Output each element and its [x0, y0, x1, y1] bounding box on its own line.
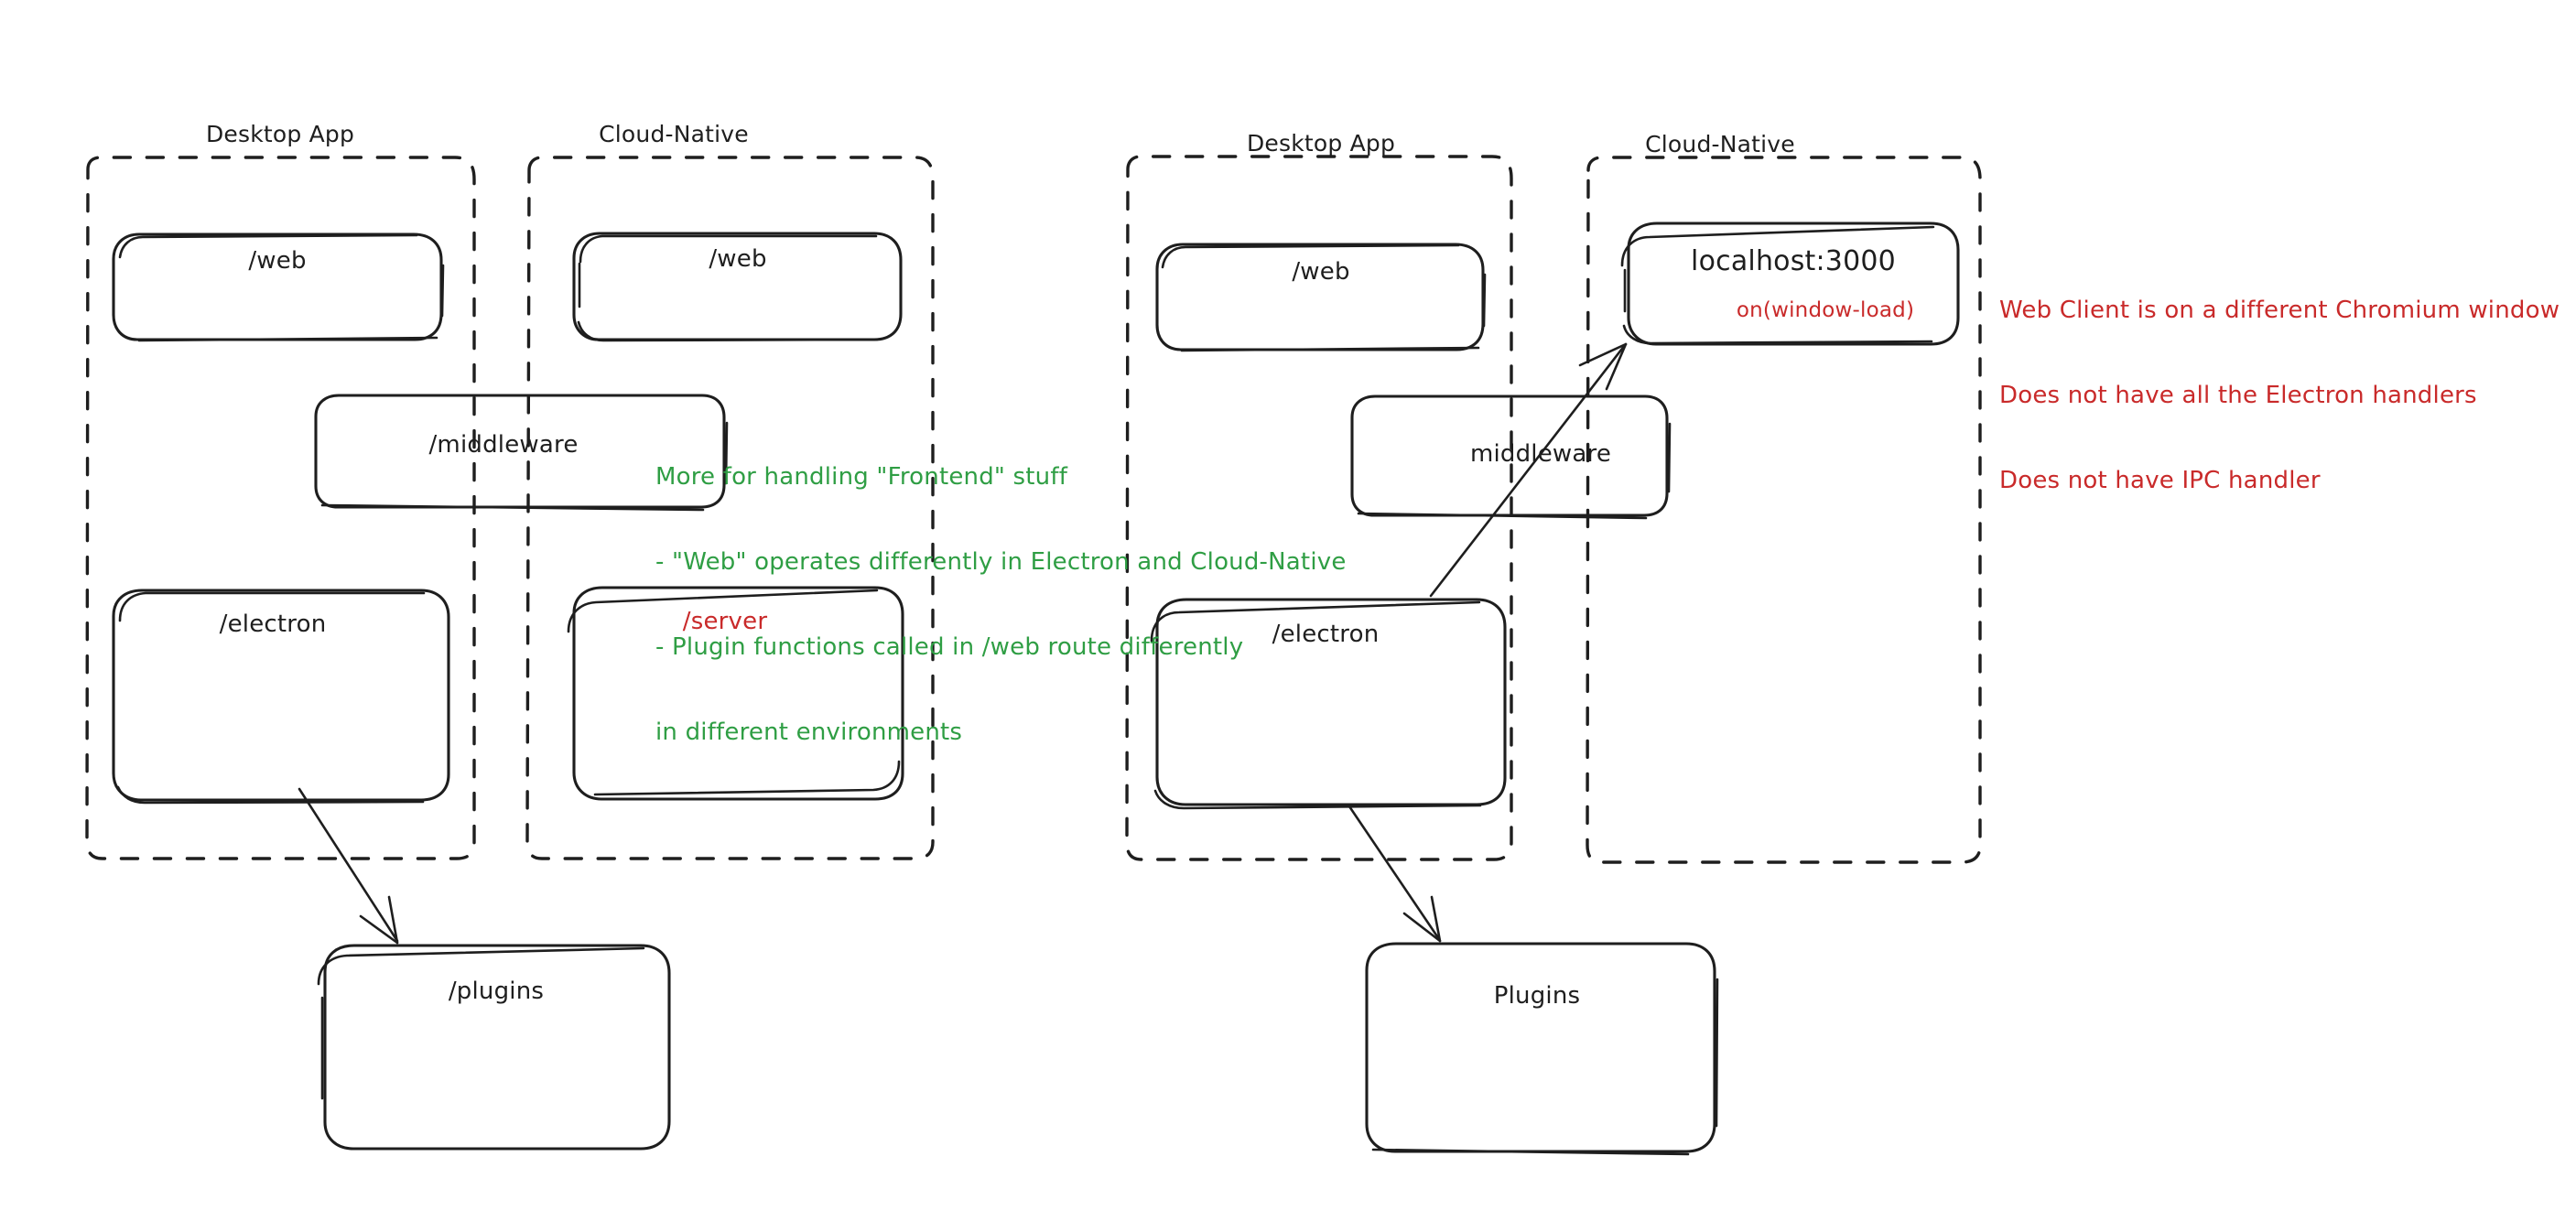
box-right-web-desktop: [1155, 243, 1487, 352]
box-label-left-middleware: /middleware: [428, 431, 579, 459]
box-label-left-web-cloud: /web: [709, 245, 767, 273]
box-left-server: [567, 586, 904, 801]
box-label-right-localhost: localhost:3000: [1691, 245, 1896, 277]
annotation-red-line-2: Does not have all the Electron handlers: [1999, 382, 2477, 409]
box-left-electron: [112, 589, 450, 805]
box-label-left-electron: /electron: [219, 611, 327, 638]
annotation-green-line-3: - Plugin functions called in /web route …: [655, 633, 1244, 661]
box-right-middleware: [1350, 394, 1672, 520]
annotation-red-line-1: Web Client is on a different Chromium wi…: [1999, 297, 2560, 324]
box-right-electron: [1150, 598, 1507, 810]
box-sublabel-right-localhost-on-window-load: on(window-load): [1736, 298, 1915, 322]
group-right-cloud-native: [1586, 156, 1982, 864]
box-label-right-web-desktop: /web: [1292, 258, 1350, 286]
box-label-right-plugins: Plugins: [1493, 982, 1581, 1010]
arrow-right-electron-to-localhost: [1429, 342, 1628, 598]
group-left-cloud-native: [525, 156, 935, 860]
group-right-desktop-app: [1125, 155, 1513, 861]
group-label-right-desktop-app: Desktop App: [1246, 130, 1396, 157]
arrow-left-electron-to-plugins: [298, 787, 399, 945]
box-left-web-desktop: [112, 232, 445, 342]
group-label-left-desktop-app: Desktop App: [205, 121, 355, 147]
box-right-plugins: [1365, 942, 1719, 1156]
annotation-green-line-2: - "Web" operates differently in Electron…: [655, 548, 1347, 576]
annotation-green-line-1: More for handling "Frontend" stuff: [655, 463, 1068, 491]
box-label-right-middleware: middleware: [1469, 440, 1612, 468]
group-left-desktop-app: [85, 156, 476, 860]
box-label-left-web-desktop: /web: [248, 247, 307, 275]
box-label-left-server: /server: [682, 608, 768, 635]
annotation-green-line-4: in different environments: [655, 719, 963, 746]
box-label-left-plugins: /plugins: [448, 978, 545, 1005]
group-label-left-cloud-native: Cloud-Native: [599, 121, 749, 147]
box-left-plugins: [317, 944, 671, 1151]
annotation-red-line-3: Does not have IPC handler: [1999, 467, 2321, 494]
box-right-localhost: [1620, 222, 1960, 346]
group-label-right-cloud-native: Cloud-Native: [1645, 131, 1795, 157]
annotation-red-note: Web Client is on a different Chromium wi…: [1999, 240, 2560, 552]
arrow-right-electron-to-plugins: [1348, 805, 1442, 943]
annotation-green-note: More for handling "Frontend" stuff - "We…: [655, 406, 1347, 804]
box-left-middleware: [314, 394, 729, 512]
box-label-right-electron: /electron: [1272, 621, 1380, 648]
box-left-web-cloud: [572, 232, 903, 342]
